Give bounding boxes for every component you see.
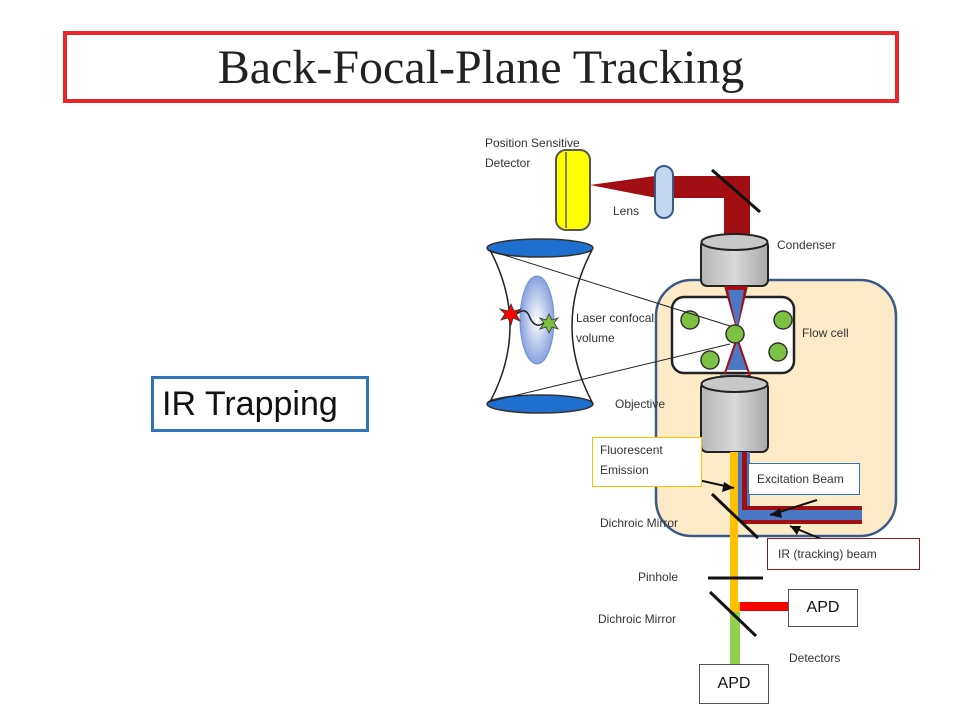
green-beam	[730, 612, 740, 664]
ir-trapping-box: IR Trapping	[151, 376, 369, 432]
red-beam-to-apd	[740, 602, 788, 611]
label-detectors: Detectors	[789, 651, 841, 665]
particle	[700, 350, 720, 370]
top-mirror	[711, 168, 761, 214]
particle	[680, 310, 700, 330]
ir-trapping-label: IR Trapping	[162, 384, 338, 423]
emission-beam-lower	[730, 602, 740, 614]
label-apd-right: APD	[806, 599, 840, 616]
label-dichroic-mirror-lower: Dichroic Mirror	[598, 612, 676, 626]
apd-right: APD	[788, 589, 858, 627]
excitation-cone-bottom	[726, 336, 748, 370]
label-fluorescent-emission: Fluorescent Emission	[600, 443, 663, 477]
title-frame: Back-Focal-Plane Tracking	[63, 31, 899, 103]
label-lens: Lens	[613, 204, 640, 218]
excitation-beam-horizontal	[738, 508, 862, 521]
ir-beam-top	[590, 175, 662, 199]
trap-lens-bottom	[486, 394, 594, 414]
particle	[773, 310, 793, 330]
emission-beam-upper	[730, 452, 738, 602]
particle	[768, 342, 788, 362]
label-position-sensitive-detector: Position Sensitive Detector	[485, 136, 580, 170]
apd-bottom: APD	[699, 664, 769, 704]
label-excitation-beam: Excitation Beam	[757, 472, 844, 486]
label-condenser: Condenser	[777, 238, 836, 252]
label-flow-cell: Flow cell	[802, 326, 849, 340]
label-ir-tracking-beam: IR (tracking) beam	[778, 547, 877, 561]
label-laser-confocal-volume: Laser confocal volume	[576, 311, 655, 345]
excitation-beam-box: Excitation Beam	[748, 463, 860, 495]
ir-beam-horizontal-lower	[742, 506, 862, 510]
dichroic-mirror-lower	[708, 590, 758, 638]
ir-beam-vertical-lower	[742, 452, 747, 514]
trap-lens-top	[486, 238, 594, 258]
ir-beam-vertical-upper	[724, 176, 750, 240]
fluorescent-emission-box: Fluorescent Emission	[592, 437, 702, 487]
label-dichroic-mirror-upper: Dichroic Mirror	[600, 516, 678, 530]
dichroic-mirror-upper	[710, 492, 760, 540]
excitation-cone-top	[728, 290, 744, 330]
lens	[654, 165, 674, 219]
page-title: Back-Focal-Plane Tracking	[217, 40, 745, 94]
psd-detector	[555, 149, 591, 231]
green-star	[538, 313, 560, 334]
particle	[725, 324, 745, 344]
label-objective: Objective	[615, 397, 666, 411]
ir-beam-horizontal-lower-2	[742, 520, 862, 524]
ir-tracking-beam-box: IR (tracking) beam	[767, 538, 920, 570]
label-apd-bottom: APD	[717, 675, 751, 692]
red-star	[498, 302, 523, 327]
label-pinhole: Pinhole	[638, 570, 679, 584]
